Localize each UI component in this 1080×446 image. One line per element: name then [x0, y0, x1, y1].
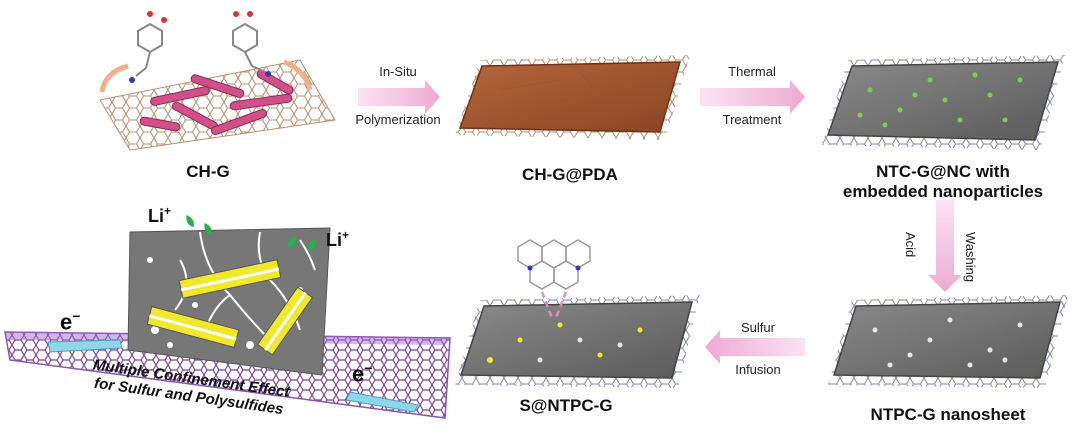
- dopamine-molecule-left: [129, 11, 167, 83]
- confinement-mechanism-illustration: [4, 214, 451, 419]
- label-electron-right: e−: [352, 360, 373, 387]
- step-label-polymerization: Polymerization: [355, 112, 441, 127]
- label-li-right: Li+: [326, 228, 350, 250]
- arrow-thermal-treatment: [700, 80, 805, 114]
- ntc-g-nc-illustration: [822, 55, 1065, 150]
- curved-arrow-right: [283, 59, 313, 91]
- carbon-rods: [139, 69, 294, 136]
- ch-g-pda-illustration: [455, 55, 690, 140]
- sulfur-particles: [487, 322, 643, 363]
- label-ch-g: CH-G: [186, 162, 230, 181]
- ntpc-g-illustration: [828, 295, 1068, 388]
- label-ntc-line1: NTC-G@NC with: [876, 162, 1010, 181]
- ch-g-illustration: [99, 11, 336, 151]
- step-label-sulfur: Sulfur: [741, 320, 775, 335]
- step-label-thermal: Thermal: [728, 64, 776, 79]
- label-li-left: Li+: [148, 204, 172, 226]
- label-ntc-g-nc: NTC-G@NC with embedded nanoparticles: [843, 162, 1043, 202]
- step-label-infusion: Infusion: [735, 362, 781, 377]
- electron-arrow-left: [47, 339, 123, 353]
- label-ntpc-g: NTPC-G nanosheet: [870, 405, 1026, 424]
- pores: [872, 317, 1023, 368]
- s-ntpc-g-illustration: [455, 239, 700, 388]
- step-label-treatment: Treatment: [722, 112, 782, 127]
- embedded-nanoparticles: [857, 72, 1023, 128]
- label-ch-g-pda: CH-G@PDA: [522, 165, 618, 184]
- step-label-washing: Washing: [963, 232, 978, 283]
- n-doped-graphene-fragment: [517, 239, 591, 290]
- sulfur-hosting-tubes: [146, 259, 314, 356]
- label-electron-left: e−: [60, 308, 81, 335]
- arrow-acid-washing: [928, 200, 962, 292]
- step-label-in-situ: In-Situ: [379, 64, 417, 79]
- dopamine-molecule-right: [232, 11, 271, 77]
- label-s-ntpc-g: S@NTPC-G: [519, 396, 613, 415]
- arrow-sulfur-infusion: [705, 330, 805, 364]
- arrow-in-situ-polymerization: [358, 80, 440, 114]
- lithium-ion-droplets: [186, 214, 316, 252]
- label-ntc-line2: embedded nanoparticles: [842, 182, 1044, 201]
- step-label-acid: Acid: [903, 232, 918, 258]
- curved-arrow-left: [99, 63, 129, 93]
- electron-arrow-right: [345, 391, 419, 413]
